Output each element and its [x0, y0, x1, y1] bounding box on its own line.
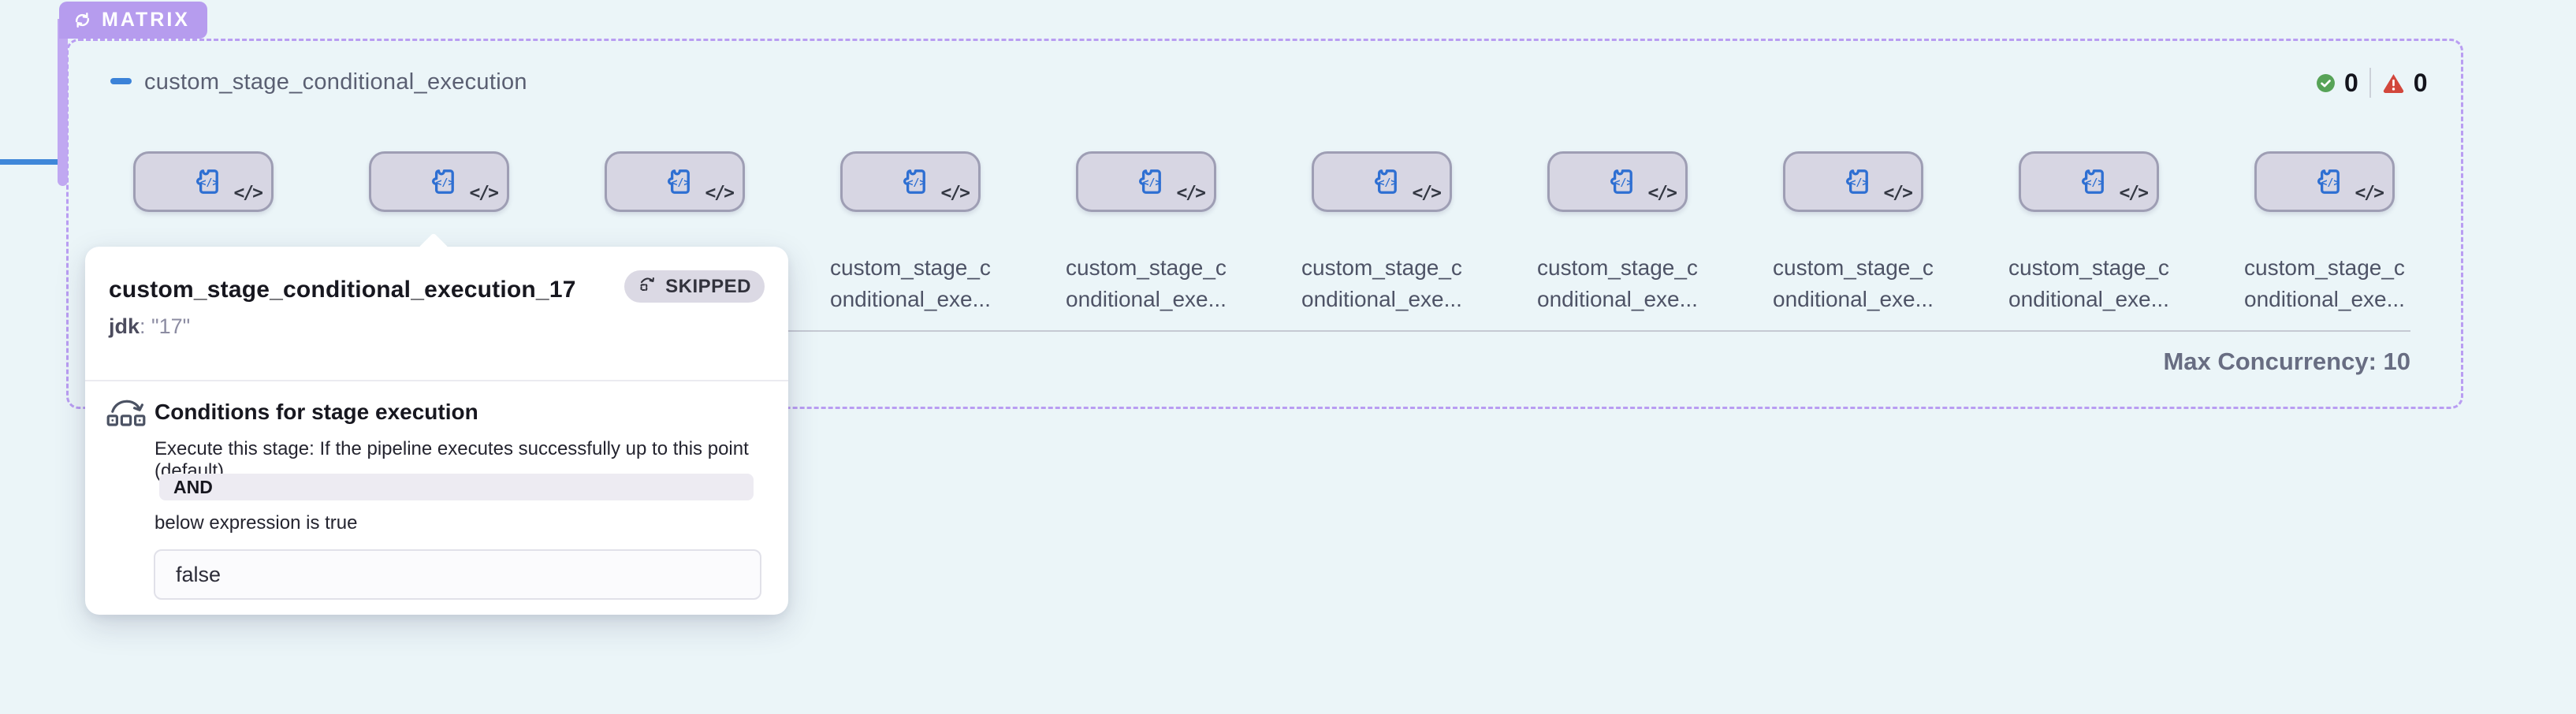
svg-text:</>: </> — [671, 177, 690, 189]
matrix-group-title: custom_stage_conditional_execution — [144, 69, 527, 95]
code-step-glyph: </> — [940, 183, 970, 203]
code-step-glyph: </> — [1412, 183, 1442, 203]
stage-card[interactable]: </> </> — [2254, 151, 2395, 212]
svg-text:</>: </> — [199, 177, 218, 189]
tooltip-stage-title: custom_stage_conditional_execution_17 — [109, 277, 576, 303]
stage-card[interactable]: </> </> — [605, 151, 745, 212]
success-check-icon — [2316, 73, 2336, 93]
custom-stage-puzzle-icon: </> — [2073, 164, 2110, 205]
skipped-icon — [638, 273, 658, 299]
max-concurrency-label: Max Concurrency: 10 — [2163, 348, 2410, 375]
code-step-glyph: </> — [1176, 183, 1206, 203]
code-step-glyph: </> — [2355, 183, 2384, 203]
custom-stage-puzzle-icon: </> — [659, 164, 696, 205]
stage-card[interactable]: </> </> — [2019, 151, 2159, 212]
svg-text:</>: </> — [906, 177, 925, 189]
code-step-glyph: </> — [469, 183, 499, 203]
stage-card[interactable]: </> </> — [1783, 151, 1923, 212]
matrix-footer-divider — [102, 330, 2410, 332]
svg-text:</>: </> — [1614, 177, 1632, 189]
conditional-execution-icon — [106, 392, 147, 433]
stage-card[interactable]: </> </> — [840, 151, 981, 212]
matrix-loop-icon — [72, 9, 93, 31]
error-warning-icon — [2382, 73, 2405, 94]
stage-status-counters: 0 0 — [2316, 67, 2428, 99]
custom-stage-puzzle-icon: </> — [2309, 164, 2346, 205]
stage-tooltip: custom_stage_conditional_execution_17 SK… — [85, 232, 788, 615]
svg-text:</>: </> — [1378, 177, 1397, 189]
code-step-glyph: </> — [1883, 183, 1913, 203]
conditions-title: Conditions for stage execution — [154, 400, 478, 424]
custom-stage-puzzle-icon: </> — [1130, 164, 1167, 205]
stage-card[interactable]: </> </> — [1312, 151, 1452, 212]
stage-card[interactable]: </> </> — [369, 151, 509, 212]
param-value: : "17" — [140, 314, 191, 338]
conditions-subtext: below expression is true — [154, 512, 358, 534]
code-step-glyph: </> — [233, 183, 263, 203]
success-count: 0 — [2344, 68, 2358, 97]
custom-stage-puzzle-icon: </> — [1602, 164, 1639, 205]
svg-text:</>: </> — [435, 177, 454, 189]
matrix-badge-label: MATRIX — [102, 9, 190, 31]
counter-divider — [2369, 68, 2371, 98]
svg-text:</>: </> — [1142, 177, 1161, 189]
svg-text:</>: </> — [2321, 177, 2340, 189]
svg-text:</>: </> — [1849, 177, 1868, 189]
expression-input[interactable]: false — [154, 549, 761, 600]
matrix-group-container — [66, 39, 2463, 409]
param-key: jdk — [109, 314, 140, 338]
custom-stage-puzzle-icon: </> — [188, 164, 225, 205]
tooltip-divider — [85, 380, 788, 381]
status-badge-label: SKIPPED — [665, 275, 751, 297]
matrix-badge[interactable]: MATRIX — [59, 2, 207, 39]
status-badge: SKIPPED — [624, 270, 765, 303]
stage-card[interactable]: </> </> — [1076, 151, 1216, 212]
custom-stage-puzzle-icon: </> — [1366, 164, 1403, 205]
operator-chip: AND — [159, 474, 754, 500]
custom-stage-puzzle-icon: </> — [423, 164, 460, 205]
collapse-group-button[interactable] — [110, 78, 132, 84]
code-step-glyph: </> — [2119, 183, 2149, 203]
svg-text:</>: </> — [2085, 177, 2104, 189]
pipeline-connector-line — [0, 159, 60, 165]
stage-card[interactable]: </> </> — [133, 151, 274, 212]
matrix-tab-strip — [58, 19, 68, 186]
custom-stage-puzzle-icon: </> — [1837, 164, 1874, 205]
stage-card[interactable]: </> </> — [1547, 151, 1688, 212]
code-step-glyph: </> — [1647, 183, 1677, 203]
error-count: 0 — [2413, 68, 2428, 97]
custom-stage-puzzle-icon: </> — [895, 164, 932, 205]
matrix-param-row: jdk: "17" — [109, 314, 190, 339]
code-step-glyph: </> — [705, 183, 735, 203]
